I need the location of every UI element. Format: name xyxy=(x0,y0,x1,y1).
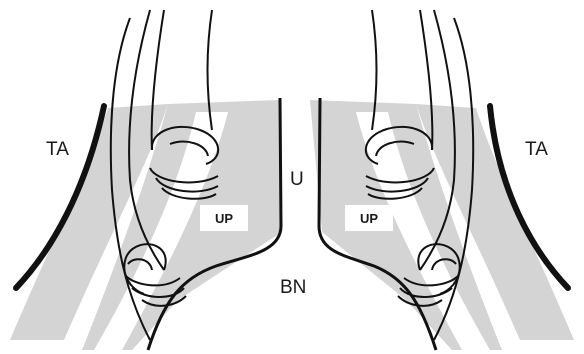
right-half xyxy=(310,10,574,350)
label-ta-left: TA xyxy=(46,140,69,159)
label-up-left: UP xyxy=(200,205,248,231)
label-up-right: UP xyxy=(345,205,393,231)
label-bn: BN xyxy=(280,278,306,297)
label-ta-right: TA xyxy=(525,140,548,159)
label-u: U xyxy=(290,170,304,189)
left-half xyxy=(10,10,282,350)
